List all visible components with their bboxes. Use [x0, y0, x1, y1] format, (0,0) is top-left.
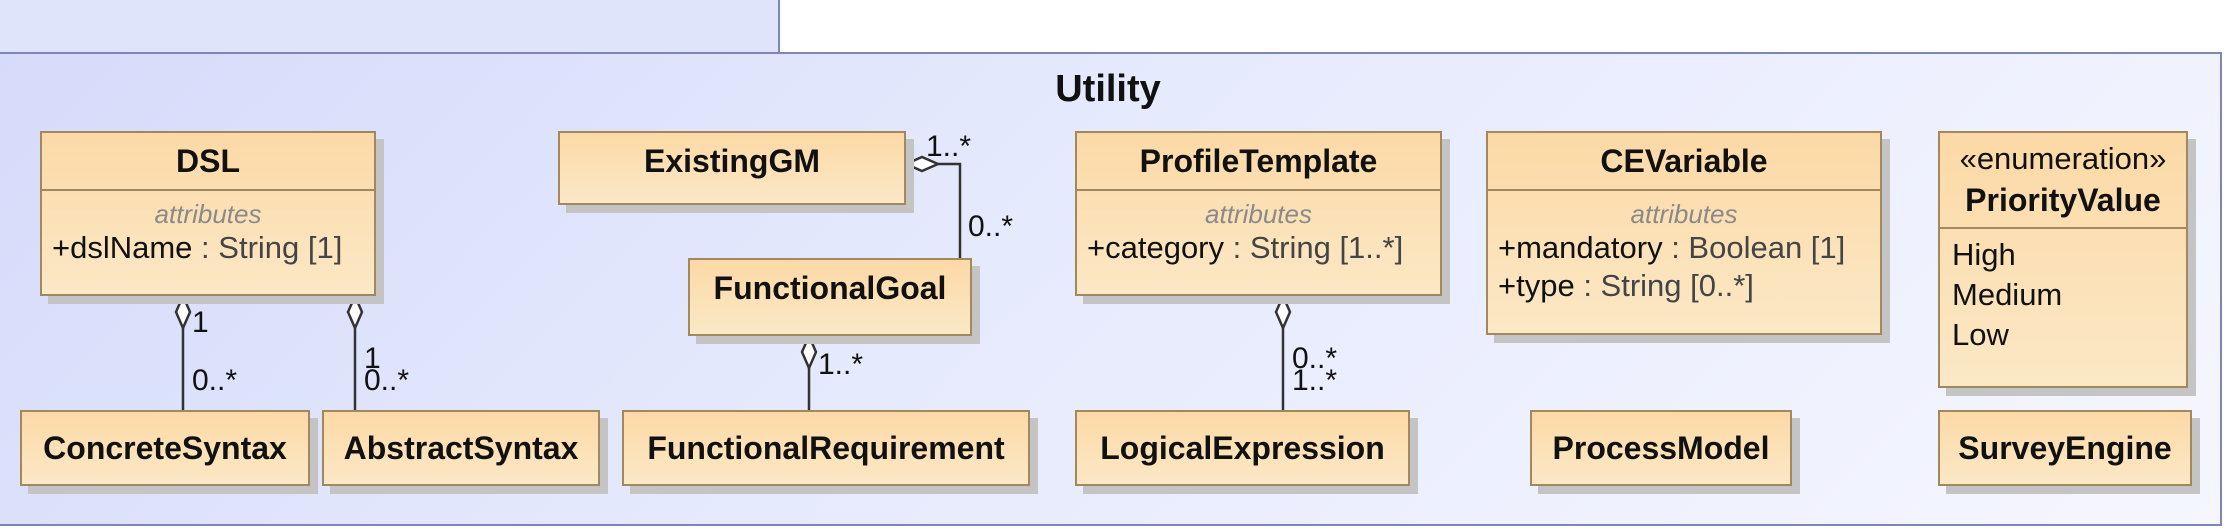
class-dsl[interactable]: DSL attributes +dslName : String [1]: [40, 131, 376, 296]
mult-dsl-concrete-owner: 1: [192, 306, 209, 339]
mult-functionalgoal-part: 1..*: [818, 348, 864, 381]
mult-dsl-concrete-part: 0..*: [192, 364, 238, 397]
diamond-functionalgoal: [800, 332, 818, 372]
attribute-category: +category : String [1..*]: [1087, 230, 1404, 265]
class-name: ExistingGM: [643, 143, 820, 179]
mult-dsl-abstract-part: 0..*: [364, 364, 410, 397]
class-name: CEVariable: [1600, 143, 1768, 179]
class-abstractsyntax[interactable]: AbstractSyntax: [322, 410, 600, 486]
class-profiletemplate[interactable]: ProfileTemplate attributes +category : S…: [1075, 131, 1442, 296]
class-name: ConcreteSyntax: [43, 430, 287, 466]
class-name: ProcessModel: [1552, 430, 1770, 466]
class-name: ProfileTemplate: [1139, 143, 1378, 179]
class-name: FunctionalRequirement: [647, 430, 1005, 466]
attributes-label: attributes: [1205, 199, 1312, 229]
class-surveyengine[interactable]: SurveyEngine: [1938, 410, 2192, 486]
mult-dsl-abstract-owner: 1: [364, 342, 381, 375]
class-logicalexpression[interactable]: LogicalExpression: [1075, 410, 1410, 486]
assoc-existinggm-functionalgoal: [938, 162, 962, 258]
class-functionalrequirement[interactable]: FunctionalRequirement: [622, 410, 1030, 486]
literal-high: High: [1952, 237, 2016, 272]
package-title: Utility: [1055, 68, 1161, 110]
diamond-profiletemplate: [1274, 292, 1292, 332]
class-cevariable[interactable]: CEVariable attributes +mandatory : Boole…: [1486, 131, 1882, 335]
package-tab: [0, 0, 780, 54]
class-concretesyntax[interactable]: ConcreteSyntax: [20, 410, 310, 486]
diamond-existinggm: [902, 155, 942, 173]
class-name: DSL: [176, 143, 240, 179]
class-name: FunctionalGoal: [713, 270, 947, 306]
class-name: SurveyEngine: [1958, 430, 2172, 466]
attribute-mandatory: +mandatory : Boolean [1]: [1498, 230, 1846, 265]
class-name: PriorityValue: [1965, 182, 2161, 218]
literal-medium: Medium: [1952, 277, 2063, 312]
diamond-dsl-concrete: [174, 292, 192, 332]
class-name: AbstractSyntax: [343, 430, 579, 466]
mult-profiletemplate-b: 1..*: [1292, 364, 1338, 397]
enum-priorityvalue[interactable]: «enumeration» PriorityValue High Medium …: [1938, 131, 2188, 388]
class-existinggm[interactable]: ExistingGM: [558, 131, 906, 205]
diamond-dsl-abstract: [346, 292, 364, 332]
class-functionalgoal[interactable]: FunctionalGoal: [688, 258, 972, 336]
attribute-dslname: +dslName : String [1]: [52, 230, 343, 265]
class-processmodel[interactable]: ProcessModel: [1530, 410, 1792, 486]
stereotype-label: «enumeration»: [1959, 141, 2167, 176]
attributes-label: attributes: [154, 199, 262, 229]
attributes-label: attributes: [1630, 199, 1738, 229]
attribute-type: +type : String [0..*]: [1498, 268, 1754, 303]
literal-low: Low: [1952, 317, 2009, 352]
mult-existinggm-owner: 1..*: [926, 130, 972, 163]
mult-existinggm-part: 0..*: [968, 210, 1014, 243]
mult-profiletemplate-a: 0..*: [1292, 342, 1338, 375]
class-name: LogicalExpression: [1100, 430, 1385, 466]
